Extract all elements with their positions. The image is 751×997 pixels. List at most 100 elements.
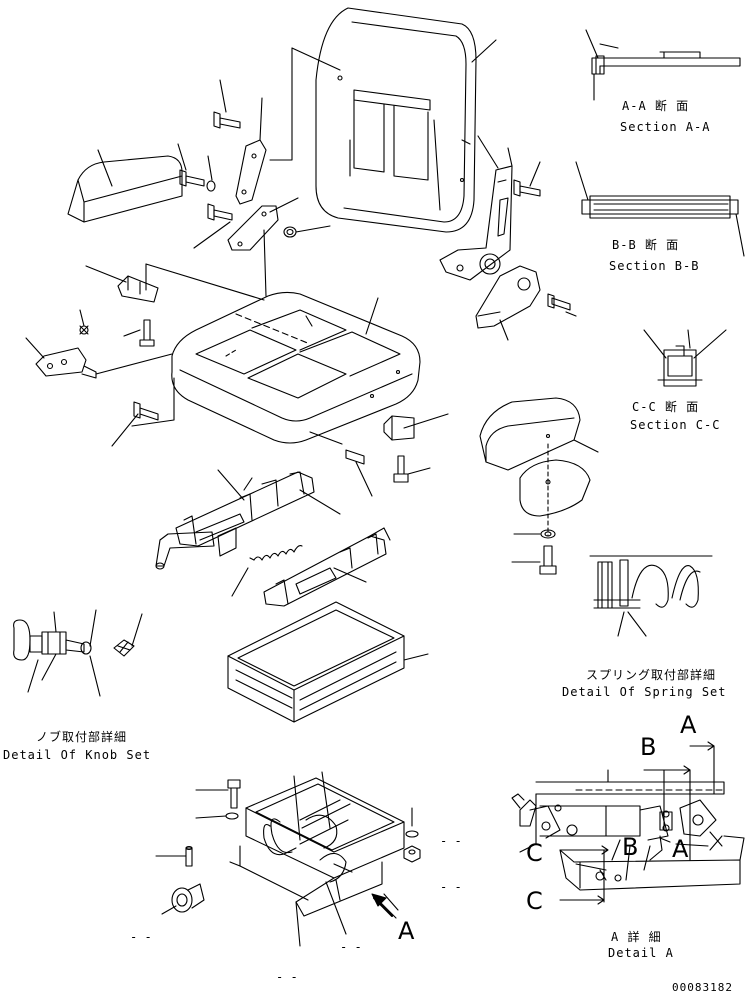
bracket-under-seat xyxy=(384,414,448,440)
slide-rail-upper xyxy=(176,472,314,556)
leader-group-bracket xyxy=(146,264,264,300)
drawing-number: 00083182 xyxy=(672,981,733,994)
view-letter-c-lower: C xyxy=(526,887,543,915)
spring-set-jp: スプリング取付部詳細 xyxy=(586,668,717,682)
bolt-6 xyxy=(346,450,372,496)
slide-rail-lower xyxy=(264,528,390,606)
knob-set-figure xyxy=(14,610,142,696)
backrest xyxy=(316,8,476,232)
leader-backrest xyxy=(472,40,496,62)
recline-lever xyxy=(36,348,172,378)
knob-base xyxy=(162,884,204,914)
leader-hinge-group xyxy=(270,48,340,160)
dash-mark-2: - - xyxy=(340,940,362,954)
washer-1 xyxy=(207,156,215,191)
bolt-8 xyxy=(512,546,556,574)
section-bb-jp: B-B 断 面 xyxy=(612,238,680,252)
section-cc-jp: C-C 断 面 xyxy=(632,400,700,414)
section-arrowhead-b-top xyxy=(684,766,690,774)
leader-hinge-right xyxy=(478,136,498,168)
section-bb-en: Section B-B xyxy=(609,259,700,273)
section-aa-en: Section A-A xyxy=(620,120,711,134)
bolt-5 xyxy=(112,402,158,446)
nut-1 xyxy=(284,226,330,237)
armrest-pad xyxy=(520,460,590,516)
washer-2 xyxy=(514,530,555,538)
view-letter-c-upper: C xyxy=(526,839,543,867)
bolt-3 xyxy=(208,204,232,220)
leader-rail-lower xyxy=(334,568,366,582)
washer-3 xyxy=(196,813,238,819)
section-cc-en: Section C-C xyxy=(630,418,721,432)
recliner-cover xyxy=(476,266,540,328)
leader-seat xyxy=(366,298,378,334)
leader-pin xyxy=(462,140,470,144)
hinge-bracket-right xyxy=(440,148,512,280)
suspension-base xyxy=(230,778,404,916)
leader-base xyxy=(294,772,352,946)
view-letter-a-mid: A xyxy=(672,835,689,863)
detail-a-figure xyxy=(512,770,744,890)
washer-4 xyxy=(406,831,418,837)
leader-top-pad xyxy=(98,150,112,186)
bracket-small xyxy=(118,276,158,302)
dash-mark-1: - - xyxy=(130,930,152,944)
rail-handle xyxy=(156,532,214,569)
section-aa-figure xyxy=(586,30,740,100)
section-cc-figure xyxy=(644,330,726,386)
dash-mark-4: - - xyxy=(440,880,462,894)
leader-plate-lower-2 xyxy=(270,198,298,212)
detail-a-jp: A 詳 細 xyxy=(611,930,662,944)
bolt-7 xyxy=(394,456,430,482)
armrest xyxy=(480,398,580,470)
leader-group-lever xyxy=(132,378,174,426)
leader-spring xyxy=(232,568,248,596)
pin-1 xyxy=(186,847,192,867)
dash-mark-5: - - xyxy=(440,834,462,848)
leader-rail-upper-2 xyxy=(300,490,340,514)
section-bb-figure xyxy=(576,162,744,256)
nut-3 xyxy=(404,846,420,862)
leader-tray xyxy=(404,654,428,660)
view-letter-b-mid: B xyxy=(622,833,639,861)
view-letter-b-top: B xyxy=(640,733,657,761)
leader-lever xyxy=(26,338,44,358)
dash-mark-3: - - xyxy=(276,970,298,984)
top-pad xyxy=(68,156,182,222)
leader-bracket xyxy=(86,266,126,282)
leader-rail-upper xyxy=(218,470,244,500)
hinge-plate-lower xyxy=(228,206,278,250)
bolt-2 xyxy=(178,144,204,186)
section-arrow-c-lower xyxy=(560,896,604,904)
view-letter-a-arrow: A xyxy=(398,917,415,945)
view-letter-a-top: A xyxy=(680,711,697,739)
nut-2 xyxy=(80,310,88,334)
bolt-recliner xyxy=(548,294,576,316)
bolt-1 xyxy=(214,80,240,128)
leader-plate-upper xyxy=(260,98,262,140)
section-line-b-mid xyxy=(660,838,708,846)
bolt-4 xyxy=(124,320,154,346)
knob-set-en: Detail Of Knob Set xyxy=(3,748,152,762)
bolt-hinge xyxy=(514,162,540,196)
section-aa-jp: A-A 断 面 xyxy=(622,99,690,113)
detail-a-en: Detail A xyxy=(608,946,674,960)
knob-set-jp: ノブ取付部詳細 xyxy=(36,730,128,744)
spring-set-en: Detail Of Spring Set xyxy=(562,685,727,699)
leader-bracket-under xyxy=(310,432,342,444)
leader-detail-a xyxy=(600,846,650,880)
view-arrow-a xyxy=(372,894,398,918)
seat-cushion xyxy=(172,292,420,443)
leader-plate-lower xyxy=(194,222,230,248)
section-arrow-c-upper xyxy=(560,846,608,854)
hinge-plate-upper xyxy=(236,140,266,204)
spring-coil xyxy=(250,546,302,560)
leader-armrest xyxy=(574,440,598,452)
storage-tray xyxy=(228,602,404,722)
spring-set-figure xyxy=(590,556,712,636)
leader-recliner-cover xyxy=(500,320,508,340)
leader-plate-down xyxy=(264,230,266,296)
bolt-9 xyxy=(196,780,240,808)
